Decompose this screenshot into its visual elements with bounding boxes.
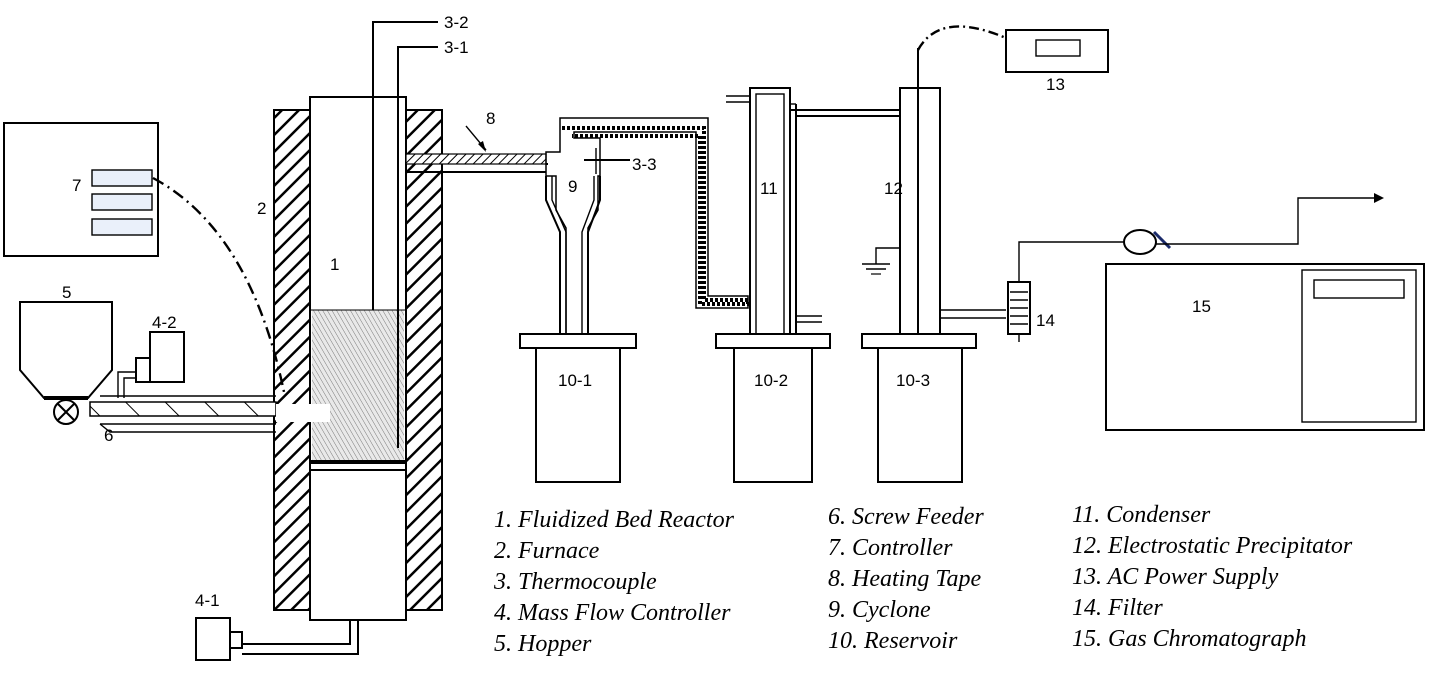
legend-column-3: 11. Condenser 12. Electrostatic Precipit… xyxy=(1072,502,1353,652)
ac-power-supply xyxy=(916,25,1109,73)
label-mfc-4-2: 4-2 xyxy=(152,313,177,332)
legend-item: 1. Fluidized Bed Reactor xyxy=(494,507,735,533)
legend-column-2: 6. Screw Feeder 7. Controller 8. Heating… xyxy=(828,504,984,654)
label-reactor: 1 xyxy=(330,255,339,274)
label-thermocouple-3-3: 3-3 xyxy=(632,155,657,174)
legend-item: 9. Cyclone xyxy=(828,597,931,623)
legend-item: 4. Mass Flow Controller xyxy=(494,600,731,626)
gas-chromatograph xyxy=(1105,193,1425,431)
label-mfc-4-1: 4-1 xyxy=(195,591,220,610)
mfc-4-2 xyxy=(117,331,185,398)
label-reservoir-3: 10-3 xyxy=(896,371,930,390)
thermocouple-3-1 xyxy=(397,46,438,448)
legend-item: 11. Condenser xyxy=(1072,502,1211,528)
reservoir-1 xyxy=(519,333,637,483)
legend-item: 15. Gas Chromatograph xyxy=(1072,626,1306,652)
legend-item: 5. Hopper xyxy=(494,631,592,657)
legend-item: 10. Reservoir xyxy=(828,628,958,654)
label-precipitator: 12 xyxy=(884,179,903,198)
label-controller: 7 xyxy=(72,176,81,195)
label-reservoir-1: 10-1 xyxy=(558,371,592,390)
condenser xyxy=(726,87,900,335)
controller xyxy=(3,122,286,393)
reservoir-3 xyxy=(861,333,977,483)
mfc-4-1 xyxy=(195,617,359,661)
label-cyclone: 9 xyxy=(568,177,577,196)
legend-item: 7. Controller xyxy=(828,535,953,561)
legend-item: 14. Filter xyxy=(1072,595,1163,621)
label-filter: 14 xyxy=(1036,311,1055,330)
label-heating-tape: 8 xyxy=(486,109,495,128)
legend-item: 8. Heating Tape xyxy=(828,566,981,592)
label-condenser: 11 xyxy=(760,179,778,198)
legend-item: 6. Screw Feeder xyxy=(828,504,984,530)
label-gas-chromatograph: 15 xyxy=(1192,297,1211,316)
legend-item: 3. Thermocouple xyxy=(493,569,657,595)
screw-feeder xyxy=(53,395,330,433)
hopper xyxy=(19,301,113,400)
furnace xyxy=(273,109,443,611)
reservoir-2 xyxy=(715,333,831,483)
cyclone xyxy=(545,117,750,335)
legend-column-1: 1. Fluidized Bed Reactor 2. Furnace 3. T… xyxy=(493,507,735,657)
label-screw-feeder: 6 xyxy=(104,426,113,445)
label-hopper: 5 xyxy=(62,283,71,302)
legend-item: 13. AC Power Supply xyxy=(1072,564,1279,590)
fluidized-bed-reactor xyxy=(309,96,407,621)
legend-item: 2. Furnace xyxy=(494,538,600,564)
legend-item: 12. Electrostatic Precipitator xyxy=(1072,533,1353,559)
label-power-supply: 13 xyxy=(1046,75,1065,94)
label-reservoir-2: 10-2 xyxy=(754,371,788,390)
thermocouple-3-2 xyxy=(372,21,438,310)
label-thermocouple-3-2: 3-2 xyxy=(444,13,469,32)
label-thermocouple-3-1: 3-1 xyxy=(444,38,469,57)
label-furnace: 2 xyxy=(257,199,266,218)
